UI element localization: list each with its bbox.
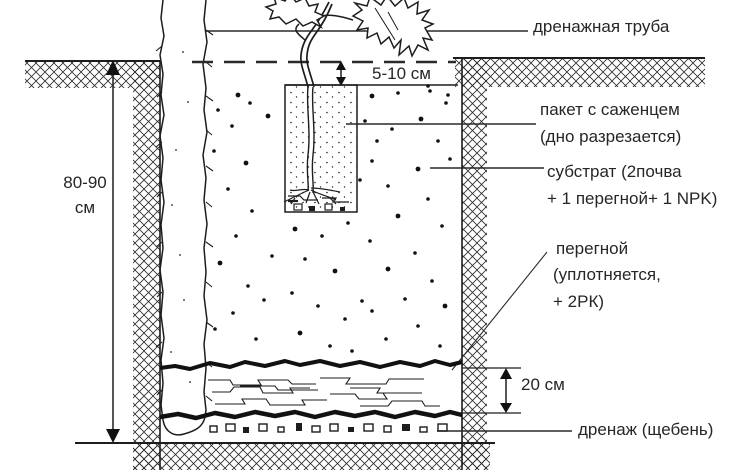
leader-lines bbox=[196, 30, 572, 432]
label-package-line1: пакет с саженцем bbox=[540, 100, 680, 119]
label-humus-line2: (уплотняется, bbox=[553, 265, 661, 284]
label-dim-depth-line1: 80-90 bbox=[63, 173, 107, 192]
label-drainage: дренаж (щебень) bbox=[578, 420, 714, 439]
label-dim-humus: 20 см bbox=[521, 375, 565, 394]
label-humus-line3: + 2РК) bbox=[553, 292, 605, 311]
dimension-humus-layer bbox=[458, 367, 521, 414]
dimension-depth bbox=[106, 60, 120, 443]
sapling-package bbox=[283, 84, 358, 213]
label-dim-depth-line2: см bbox=[74, 198, 96, 217]
label-substrate-line1: субстрат (2почва bbox=[547, 162, 682, 181]
leaf-icon bbox=[351, 0, 435, 58]
label-substrate-line2: + 1 перегной+ 1 NPK) bbox=[547, 189, 718, 208]
humus-layer bbox=[159, 359, 463, 421]
label-drain-pipe: дренажная труба bbox=[533, 17, 670, 36]
soil-hatching bbox=[25, 57, 705, 470]
label-humus-line1: перегной bbox=[556, 239, 629, 258]
dimension-top-gap bbox=[336, 61, 346, 86]
label-dim-top: 5-10 см bbox=[372, 64, 431, 83]
drainage-pipe bbox=[155, 0, 214, 436]
substrate-dots bbox=[212, 84, 452, 353]
label-package-line2: (дно разрезается) bbox=[540, 127, 682, 146]
sapling bbox=[264, 0, 435, 88]
leaf-icon bbox=[264, 0, 326, 29]
drainage-stones bbox=[209, 423, 448, 433]
